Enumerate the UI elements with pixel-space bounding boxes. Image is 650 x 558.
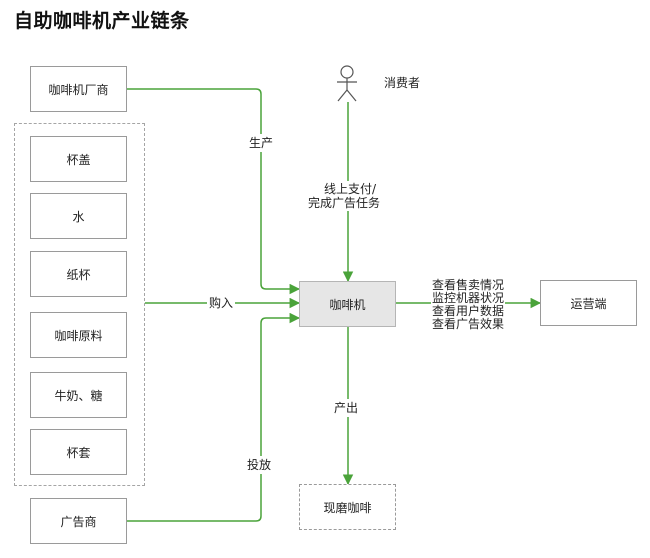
node-operator: 运营端 [540,280,637,326]
node-manufacturer: 咖啡机厂商 [30,66,127,112]
edge-label-purchase: 购入 [207,296,236,310]
node-product: 现磨咖啡 [299,484,396,530]
ops-line: 查看用户数据 [432,304,505,318]
node-operator-label: 运营端 [570,296,607,311]
edge-label-produce: 生产 [249,134,274,152]
supply-item: 杯套 [30,429,127,475]
edge-label-deliver: 投放 [247,456,272,474]
page-title: 自助咖啡机产业链条 [14,10,190,32]
edge-produce [127,88,301,295]
supply-item: 纸杯 [30,251,127,297]
node-coffee-machine: 咖啡机 [299,281,396,327]
ops-line: 查看广告效果 [432,317,505,331]
edge-label-pay: 线上支付/ 完成广告任务 [308,181,380,211]
supply-item: 咖啡原料 [30,312,127,358]
edge-label-output: 产出 [334,399,359,417]
supply-item: 牛奶、糖 [30,372,127,418]
supply-label: 咖啡原料 [54,328,103,343]
edge-label-ops: 查看售卖情况 监控机器状况 查看用户数据 查看广告效果 [431,278,506,331]
node-advertiser-label: 广告商 [60,514,97,529]
node-consumer-label: 消费者 [384,76,421,90]
supply-label: 纸杯 [66,267,91,282]
supply-item: 水 [30,193,127,239]
node-manufacturer-label: 咖啡机厂商 [48,82,109,97]
supply-label: 水 [72,209,85,224]
ops-line: 查看售卖情况 [432,278,505,292]
supply-label: 牛奶、糖 [54,388,103,403]
supply-label: 杯套 [66,445,91,460]
supplies-group [14,123,145,486]
supply-label: 杯盖 [66,152,91,167]
node-product-label: 现磨咖啡 [323,500,372,515]
supply-item: 杯盖 [30,136,127,182]
edge-deliver [127,312,301,522]
ops-line: 监控机器状况 [432,291,505,305]
node-advertiser: 广告商 [30,498,127,544]
edge-label-pay-line: 完成广告任务 [308,196,381,210]
node-coffee-machine-label: 咖啡机 [329,297,366,312]
consumer-figure-icon [337,65,357,102]
edge-label-pay-line: 线上支付/ [323,182,377,196]
